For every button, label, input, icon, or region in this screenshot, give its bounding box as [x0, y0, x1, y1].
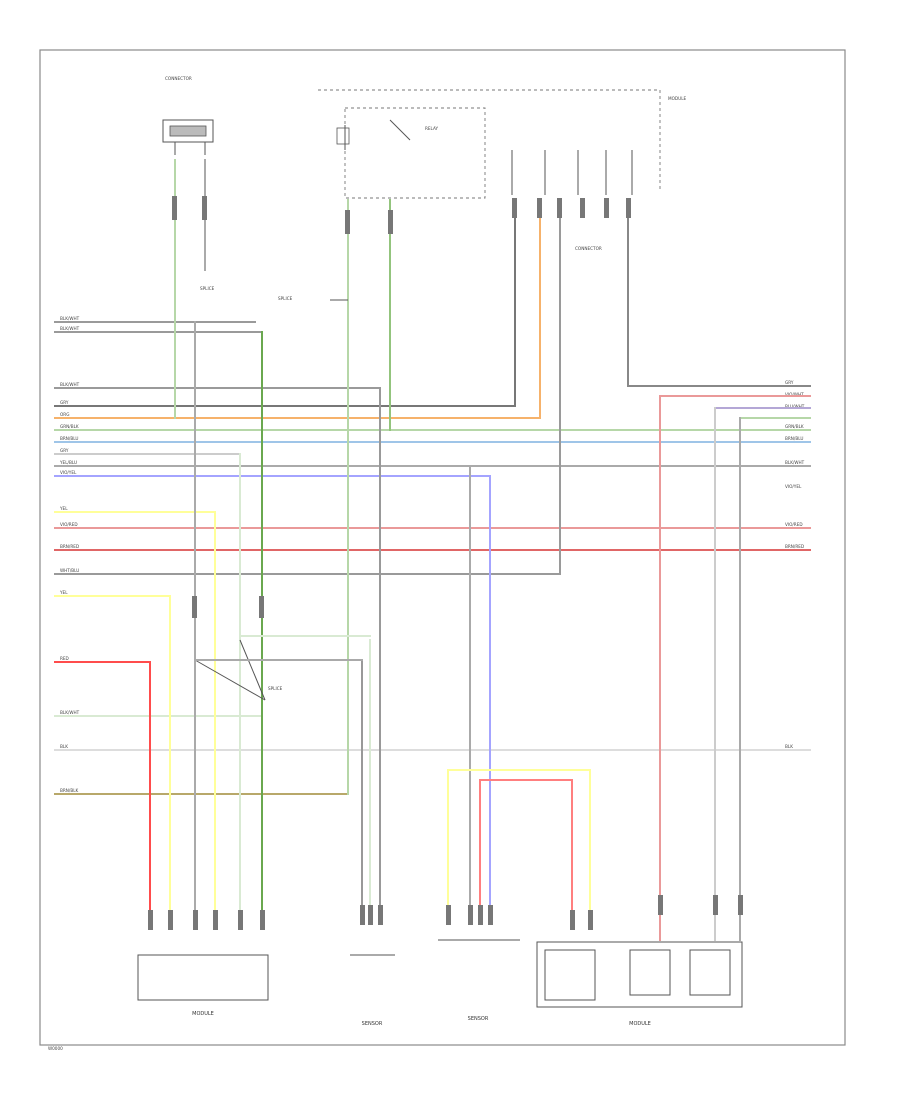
- bus-wires: [54, 321, 811, 795]
- svg-text:BLK: BLK: [785, 744, 793, 749]
- svg-text:BRN/BLU: BRN/BLU: [785, 436, 803, 441]
- svg-text:VIO/YEL: VIO/YEL: [60, 470, 77, 475]
- svg-text:BLK/WHT: BLK/WHT: [60, 382, 80, 387]
- svg-text:RED: RED: [60, 656, 69, 661]
- svg-text:BLK/WHT: BLK/WHT: [60, 316, 80, 321]
- svg-text:BRN/RED: BRN/RED: [785, 544, 804, 549]
- connector-pins: [148, 196, 743, 930]
- left-splice-label: SPLICE: [200, 286, 215, 291]
- mid-splice-label: SPLICE: [278, 296, 293, 301]
- bottom-mid-left-sensor: SENSOR: [350, 954, 395, 1027]
- left-wire-labels: BLK/WHT BLK/WHT BLK/WHT GRY ORG GRN/BLK …: [59, 316, 80, 793]
- svg-text:WHT/BLU: WHT/BLU: [60, 568, 79, 573]
- lower-splice-label: SPLICE: [268, 686, 283, 691]
- page-code: W0000: [48, 1046, 63, 1051]
- svg-text:BRN/RED: BRN/RED: [60, 544, 79, 549]
- svg-text:GRY: GRY: [785, 380, 794, 385]
- bottom-mid-left-label: SENSOR: [362, 1021, 383, 1027]
- bottom-left-module: MODULE: [137, 954, 269, 1017]
- svg-text:GRN/BLK: GRN/BLK: [60, 424, 79, 429]
- bottom-mid-right-sensor: SENSOR: [438, 939, 520, 1022]
- svg-text:BLK: BLK: [60, 744, 68, 749]
- bottom-left-module-label: MODULE: [192, 1011, 214, 1017]
- right-module-label: MODULE: [668, 96, 687, 101]
- svg-text:GRN/BLK: GRN/BLK: [785, 424, 804, 429]
- svg-text:BRN/BLU: BRN/BLU: [60, 436, 78, 441]
- svg-text:VIO/YEL: VIO/YEL: [785, 484, 802, 489]
- right-module: MODULE CONNECTOR: [318, 89, 687, 251]
- right-connector-label: CONNECTOR: [575, 246, 602, 251]
- top-left-connector: CONNECTOR: [162, 76, 214, 155]
- svg-text:BLK/WHT: BLK/WHT: [60, 326, 80, 331]
- svg-text:VIO/WHT: VIO/WHT: [785, 392, 804, 397]
- svg-text:BLK/WHT: BLK/WHT: [60, 710, 80, 715]
- top-left-connector-label: CONNECTOR: [165, 76, 192, 81]
- splice-leaders: [194, 299, 371, 701]
- svg-text:BLU/WHT: BLU/WHT: [785, 404, 805, 409]
- svg-text:VIO/RED: VIO/RED: [785, 522, 803, 527]
- relay-label: RELAY: [425, 126, 439, 131]
- vertical-wires: [149, 159, 741, 941]
- bottom-right-module: MODULE: [536, 941, 743, 1027]
- svg-text:GRY: GRY: [60, 400, 69, 405]
- svg-text:YEL/BLU: YEL/BLU: [59, 460, 77, 465]
- relay: RELAY: [336, 107, 486, 199]
- bottom-right-module-label: MODULE: [629, 1021, 651, 1027]
- bottom-mid-right-label: SENSOR: [468, 1016, 489, 1022]
- svg-text:ORG: ORG: [60, 412, 69, 417]
- svg-text:VIO/RED: VIO/RED: [60, 522, 78, 527]
- svg-text:GRY: GRY: [60, 448, 69, 453]
- svg-text:BLK/WHT: BLK/WHT: [785, 460, 805, 465]
- svg-text:YEL: YEL: [59, 506, 68, 511]
- svg-text:YEL: YEL: [59, 590, 68, 595]
- right-wire-labels: GRY VIO/WHT BLU/WHT GRN/BLK BRN/BLU BLK/…: [785, 380, 805, 749]
- diagram-frame: [39, 49, 846, 1046]
- svg-text:BRN/BLK: BRN/BLK: [60, 788, 79, 793]
